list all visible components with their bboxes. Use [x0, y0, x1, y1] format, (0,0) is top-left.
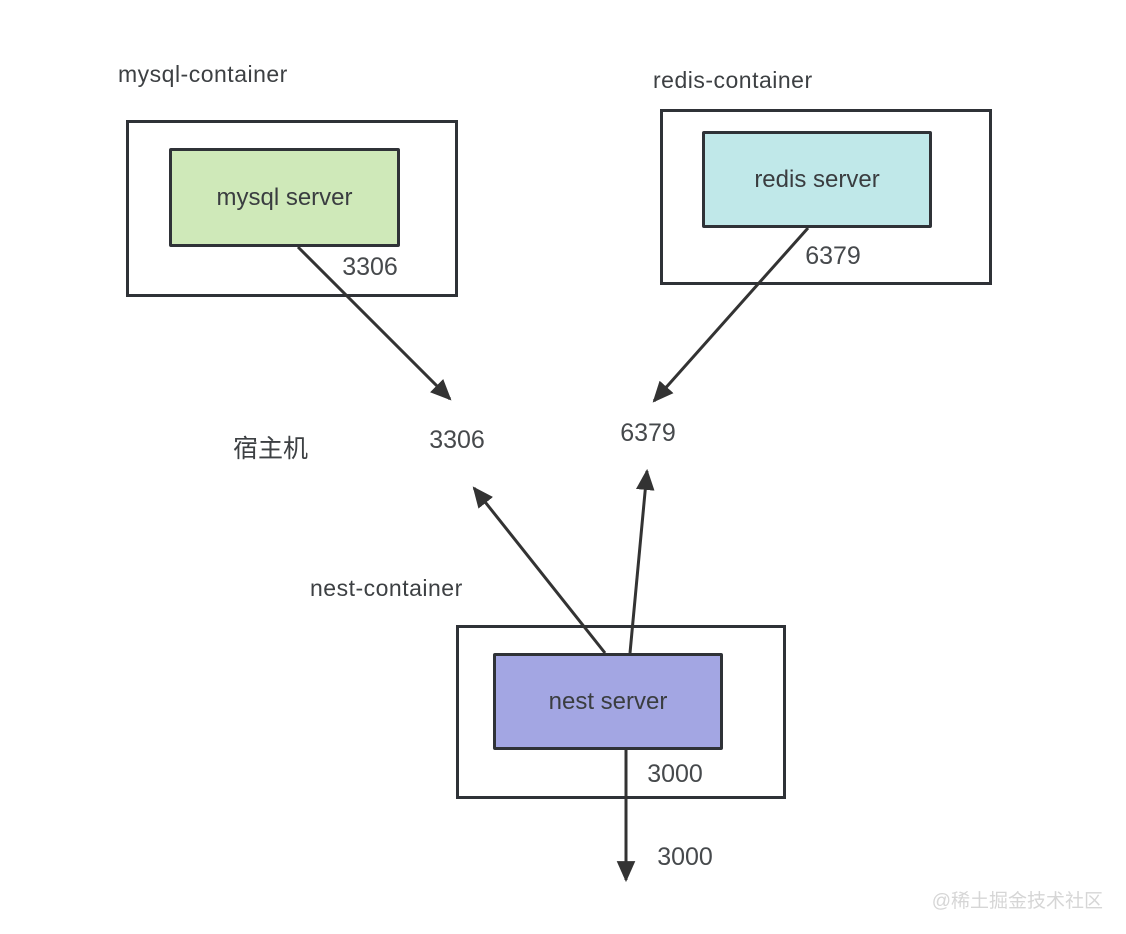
- nest-server-label: nest server: [548, 687, 668, 715]
- redis-server-label: redis server: [754, 165, 880, 193]
- host-mysql-port-label: 3306: [429, 426, 485, 454]
- mysql-server-label: mysql server: [216, 183, 353, 211]
- nest-container-label: nest-container: [310, 575, 463, 601]
- watermark: @稀土掘金技术社区: [931, 891, 1103, 912]
- nest-container-port-label: 3000: [647, 760, 703, 788]
- redis-container-port-label: 6379: [805, 242, 861, 270]
- redis-container-label: redis-container: [653, 67, 813, 93]
- mysql-container-port-label: 3306: [342, 253, 398, 281]
- redis-server-box: redis server: [702, 131, 932, 228]
- nest-published-port-label: 3000: [657, 843, 713, 871]
- nest-server-box: nest server: [493, 653, 723, 750]
- host-redis-port-label: 6379: [620, 419, 676, 447]
- host-label: 宿主机: [233, 435, 309, 463]
- mysql-container-label: mysql-container: [118, 61, 288, 87]
- mysql-server-box: mysql server: [169, 148, 400, 247]
